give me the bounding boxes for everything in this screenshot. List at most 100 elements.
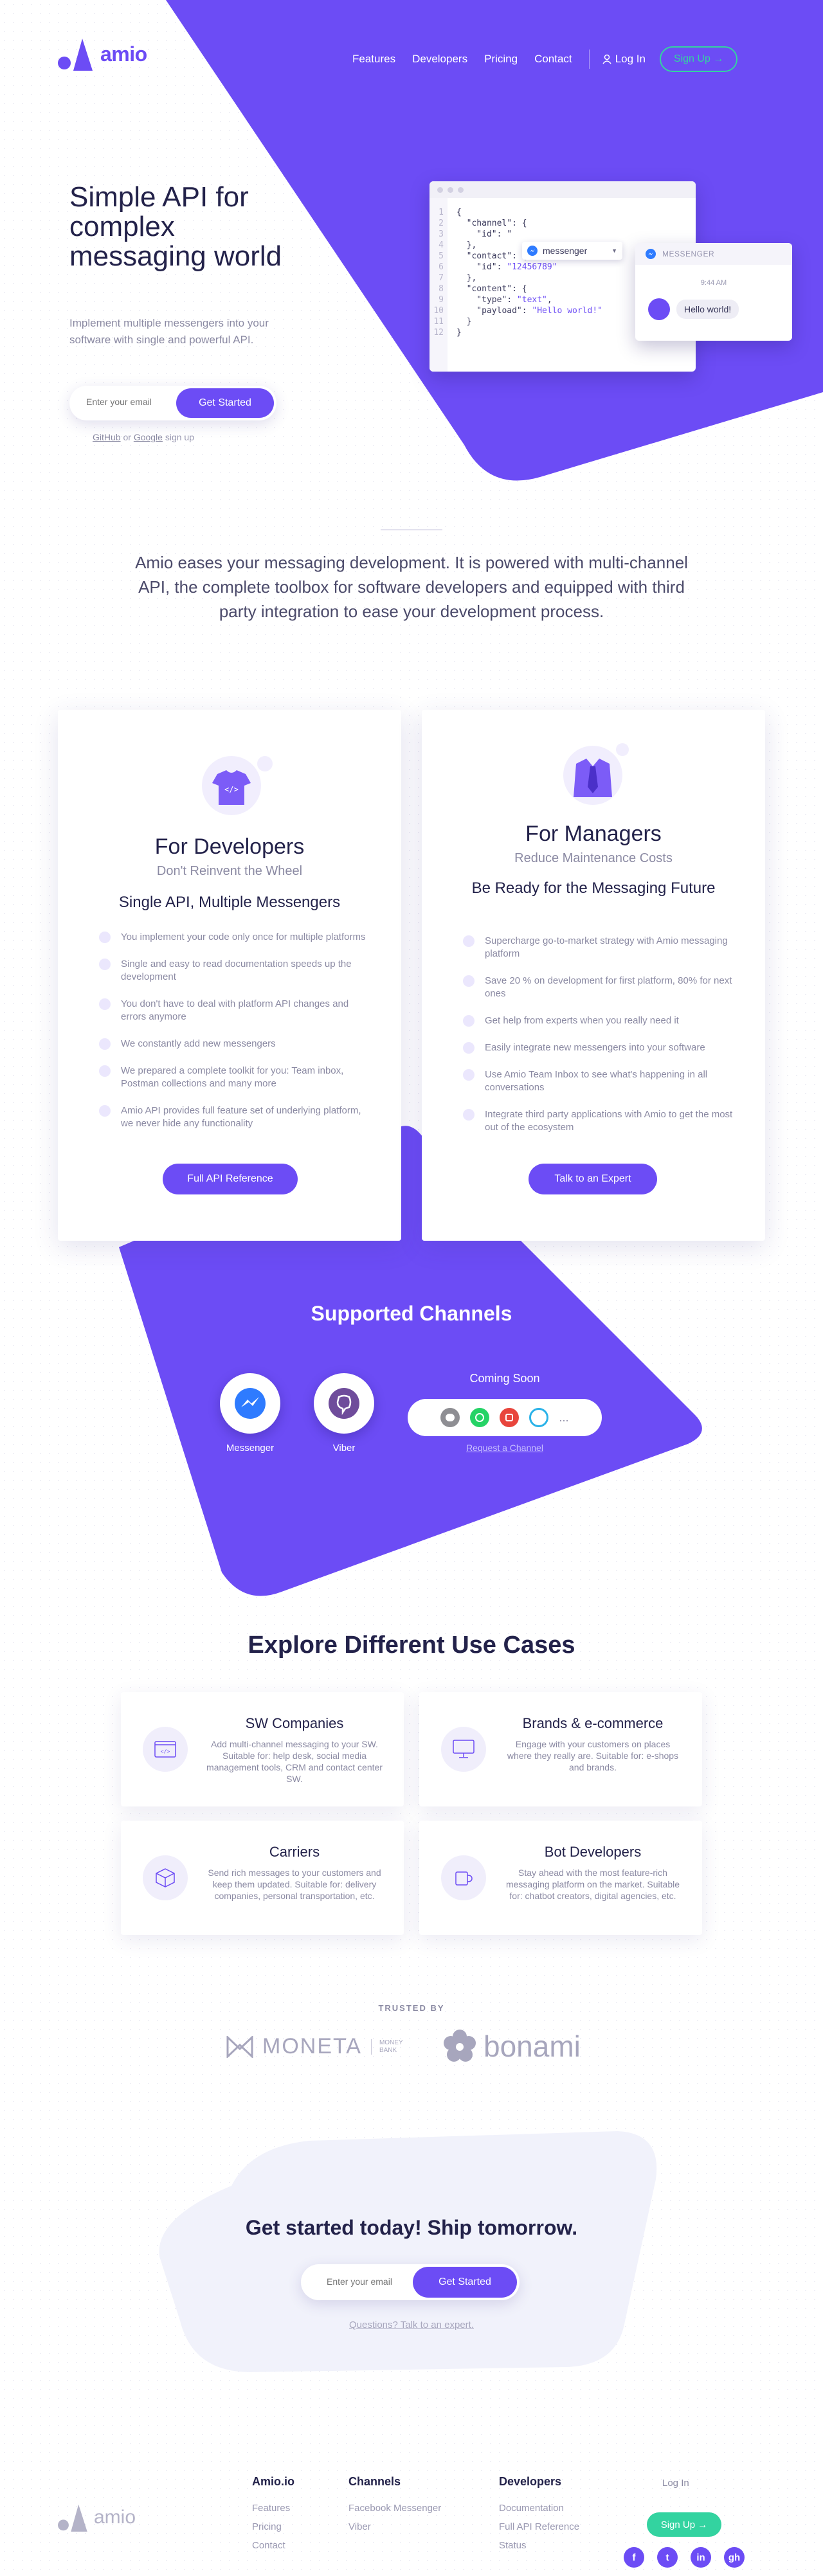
use-case-desc: Stay ahead with the most feature-rich me… (505, 1868, 680, 1901)
cta-title: Get started today! Ship tomorrow. (245, 2216, 578, 2239)
bonami-logo: bonami (442, 2029, 581, 2064)
nav-link-developers[interactable]: Developers (412, 53, 468, 65)
svg-text:</>: </> (161, 1749, 170, 1754)
messenger-preview-header: MESSENGER (635, 243, 792, 265)
footer-link[interactable]: Status (499, 2540, 527, 2551)
messenger-icon (527, 246, 538, 256)
hero-signup-form: Get Started (69, 386, 276, 420)
channels-background (119, 1126, 702, 1596)
use-case-bot-developers[interactable]: Bot Developers Stay ahead with the most … (419, 1821, 702, 1935)
developers-subtitle: Single API, Multiple Messengers (118, 894, 341, 911)
channel-select-value: messenger (543, 246, 588, 256)
channels-title: Supported Channels (311, 1302, 512, 1325)
hero-email-input[interactable] (86, 397, 176, 407)
hero-title: Simple API for complex messaging world (69, 181, 282, 272)
developers-tagline: Don't Reinvent the Wheel (156, 864, 303, 878)
request-channel-link[interactable]: Request a Channel (466, 1443, 543, 1453)
facebook-icon[interactable]: f (624, 2547, 644, 2568)
section-divider (381, 529, 442, 530)
footer-login-link[interactable]: Log In (662, 2478, 689, 2489)
chevron-down-icon: ▼ (611, 248, 617, 254)
linkedin-icon[interactable]: in (691, 2547, 711, 2568)
channel-select[interactable]: messenger ▼ (522, 242, 622, 260)
footer-link[interactable]: Pricing (252, 2521, 282, 2532)
github-icon[interactable]: gh (724, 2547, 745, 2568)
use-case-sw-companies[interactable]: </> SW Companies Add multi-channel messa… (121, 1692, 404, 1806)
channel-label: Viber (332, 1443, 356, 1454)
google-signup-link[interactable]: Google (133, 432, 163, 442)
developers-card: </> For Developers Don't Reinvent the Wh… (58, 710, 401, 1241)
footer-heading: Amio.io (252, 2475, 294, 2488)
footer-link[interactable]: Contact (252, 2540, 285, 2551)
nav-link-pricing[interactable]: Pricing (484, 53, 518, 65)
footer-heading: Developers (499, 2475, 562, 2488)
more-channels: ... (559, 1410, 569, 1424)
window-titlebar (430, 181, 696, 198)
check-icon (99, 998, 111, 1010)
check-icon (463, 1015, 475, 1027)
cta-get-started-button[interactable]: Get Started (413, 2267, 517, 2298)
nav-link-features[interactable]: Features (352, 53, 396, 65)
messenger-icon (646, 249, 656, 259)
cta-email-input[interactable] (327, 2276, 417, 2287)
use-cases-title: Explore Different Use Cases (248, 1632, 575, 1659)
talk-to-expert-link[interactable]: Questions? Talk to an expert. (348, 2319, 474, 2330)
footer-link[interactable]: Documentation (499, 2503, 564, 2514)
amio-logo-icon (58, 2504, 87, 2532)
use-case-title: Brands & e-commerce (522, 1715, 664, 1731)
channel-messenger[interactable]: Messenger (220, 1373, 289, 1454)
twitter-icon[interactable]: t (657, 2547, 678, 2568)
window-dot (458, 186, 464, 193)
footer-signup-button[interactable]: Sign Up → (647, 2512, 721, 2537)
managers-tagline: Reduce Maintenance Costs (514, 851, 673, 865)
bot-avatar (648, 298, 670, 320)
nav-link-contact[interactable]: Contact (534, 53, 572, 65)
cta-signup-form: Get Started (301, 2264, 520, 2300)
code-sample: { "channel": { "id": " }, "contact": { "… (457, 208, 602, 338)
use-case-carriers[interactable]: Carriers Send rich messages to your cust… (121, 1821, 404, 1935)
hero-subtitle: Implement multiple messengers into your … (69, 317, 269, 346)
use-case-desc: Add multi-channel messaging to your SW. … (206, 1739, 383, 1784)
moneta-mark-icon (226, 2035, 253, 2058)
list-item: Get help from experts when you really ne… (463, 1014, 733, 1027)
footer-logo[interactable]: amio (57, 2503, 136, 2532)
message-bubble: Hello world! (676, 300, 739, 319)
code-contact-id: "12456789" (507, 262, 557, 272)
developers-title: For Developers (154, 834, 305, 859)
intro-text: Amio eases your messaging development. I… (135, 553, 688, 621)
footer-column-developers: Developers Documentation Full API Refere… (499, 2475, 579, 2559)
window-dot (437, 186, 443, 193)
coming-soon-label: Coming Soon (469, 1372, 540, 1385)
check-icon (463, 1069, 475, 1081)
footer-heading: Channels (348, 2475, 401, 2488)
github-signup-link[interactable]: GitHub (93, 432, 121, 442)
managers-card: For Managers Reduce Maintenance Costs Be… (422, 710, 765, 1241)
hero-get-started-button[interactable]: Get Started (176, 388, 274, 418)
footer-link[interactable]: Viber (348, 2521, 371, 2532)
use-case-brands[interactable]: Brands & e-commerce Engage with your cus… (419, 1692, 702, 1806)
social-or: or (123, 432, 131, 442)
window-dot (448, 186, 453, 193)
managers-title: For Managers (525, 822, 662, 846)
signup-button[interactable]: Sign Up → (659, 46, 738, 72)
channel-viber[interactable]: Viber (314, 1373, 383, 1454)
list-item: Amio API provides full feature set of un… (99, 1104, 369, 1130)
check-icon (99, 1038, 111, 1050)
list-item: Save 20 % on development for first platf… (463, 975, 733, 1000)
talk-to-expert-button[interactable]: Talk to an Expert (529, 1164, 657, 1194)
footer-column-channels: Channels Facebook Messenger Viber (348, 2475, 441, 2540)
check-icon (463, 1042, 475, 1054)
footer-link[interactable]: Features (252, 2503, 291, 2514)
footer-link[interactable]: Full API Reference (499, 2521, 580, 2532)
full-api-reference-button[interactable]: Full API Reference (163, 1164, 298, 1194)
footer-link[interactable]: Facebook Messenger (348, 2503, 442, 2514)
login-link[interactable]: Log In (602, 53, 646, 66)
social-suffix: sign up (165, 432, 195, 442)
footer-column-amio: Amio.io Features Pricing Contact (252, 2475, 294, 2559)
list-item: You don't have to deal with platform API… (99, 998, 369, 1023)
messenger-icon (220, 1373, 280, 1434)
amio-logo[interactable]: amio (57, 37, 147, 71)
check-icon (463, 975, 475, 987)
list-item: Easily integrate new messengers into you… (463, 1041, 733, 1054)
